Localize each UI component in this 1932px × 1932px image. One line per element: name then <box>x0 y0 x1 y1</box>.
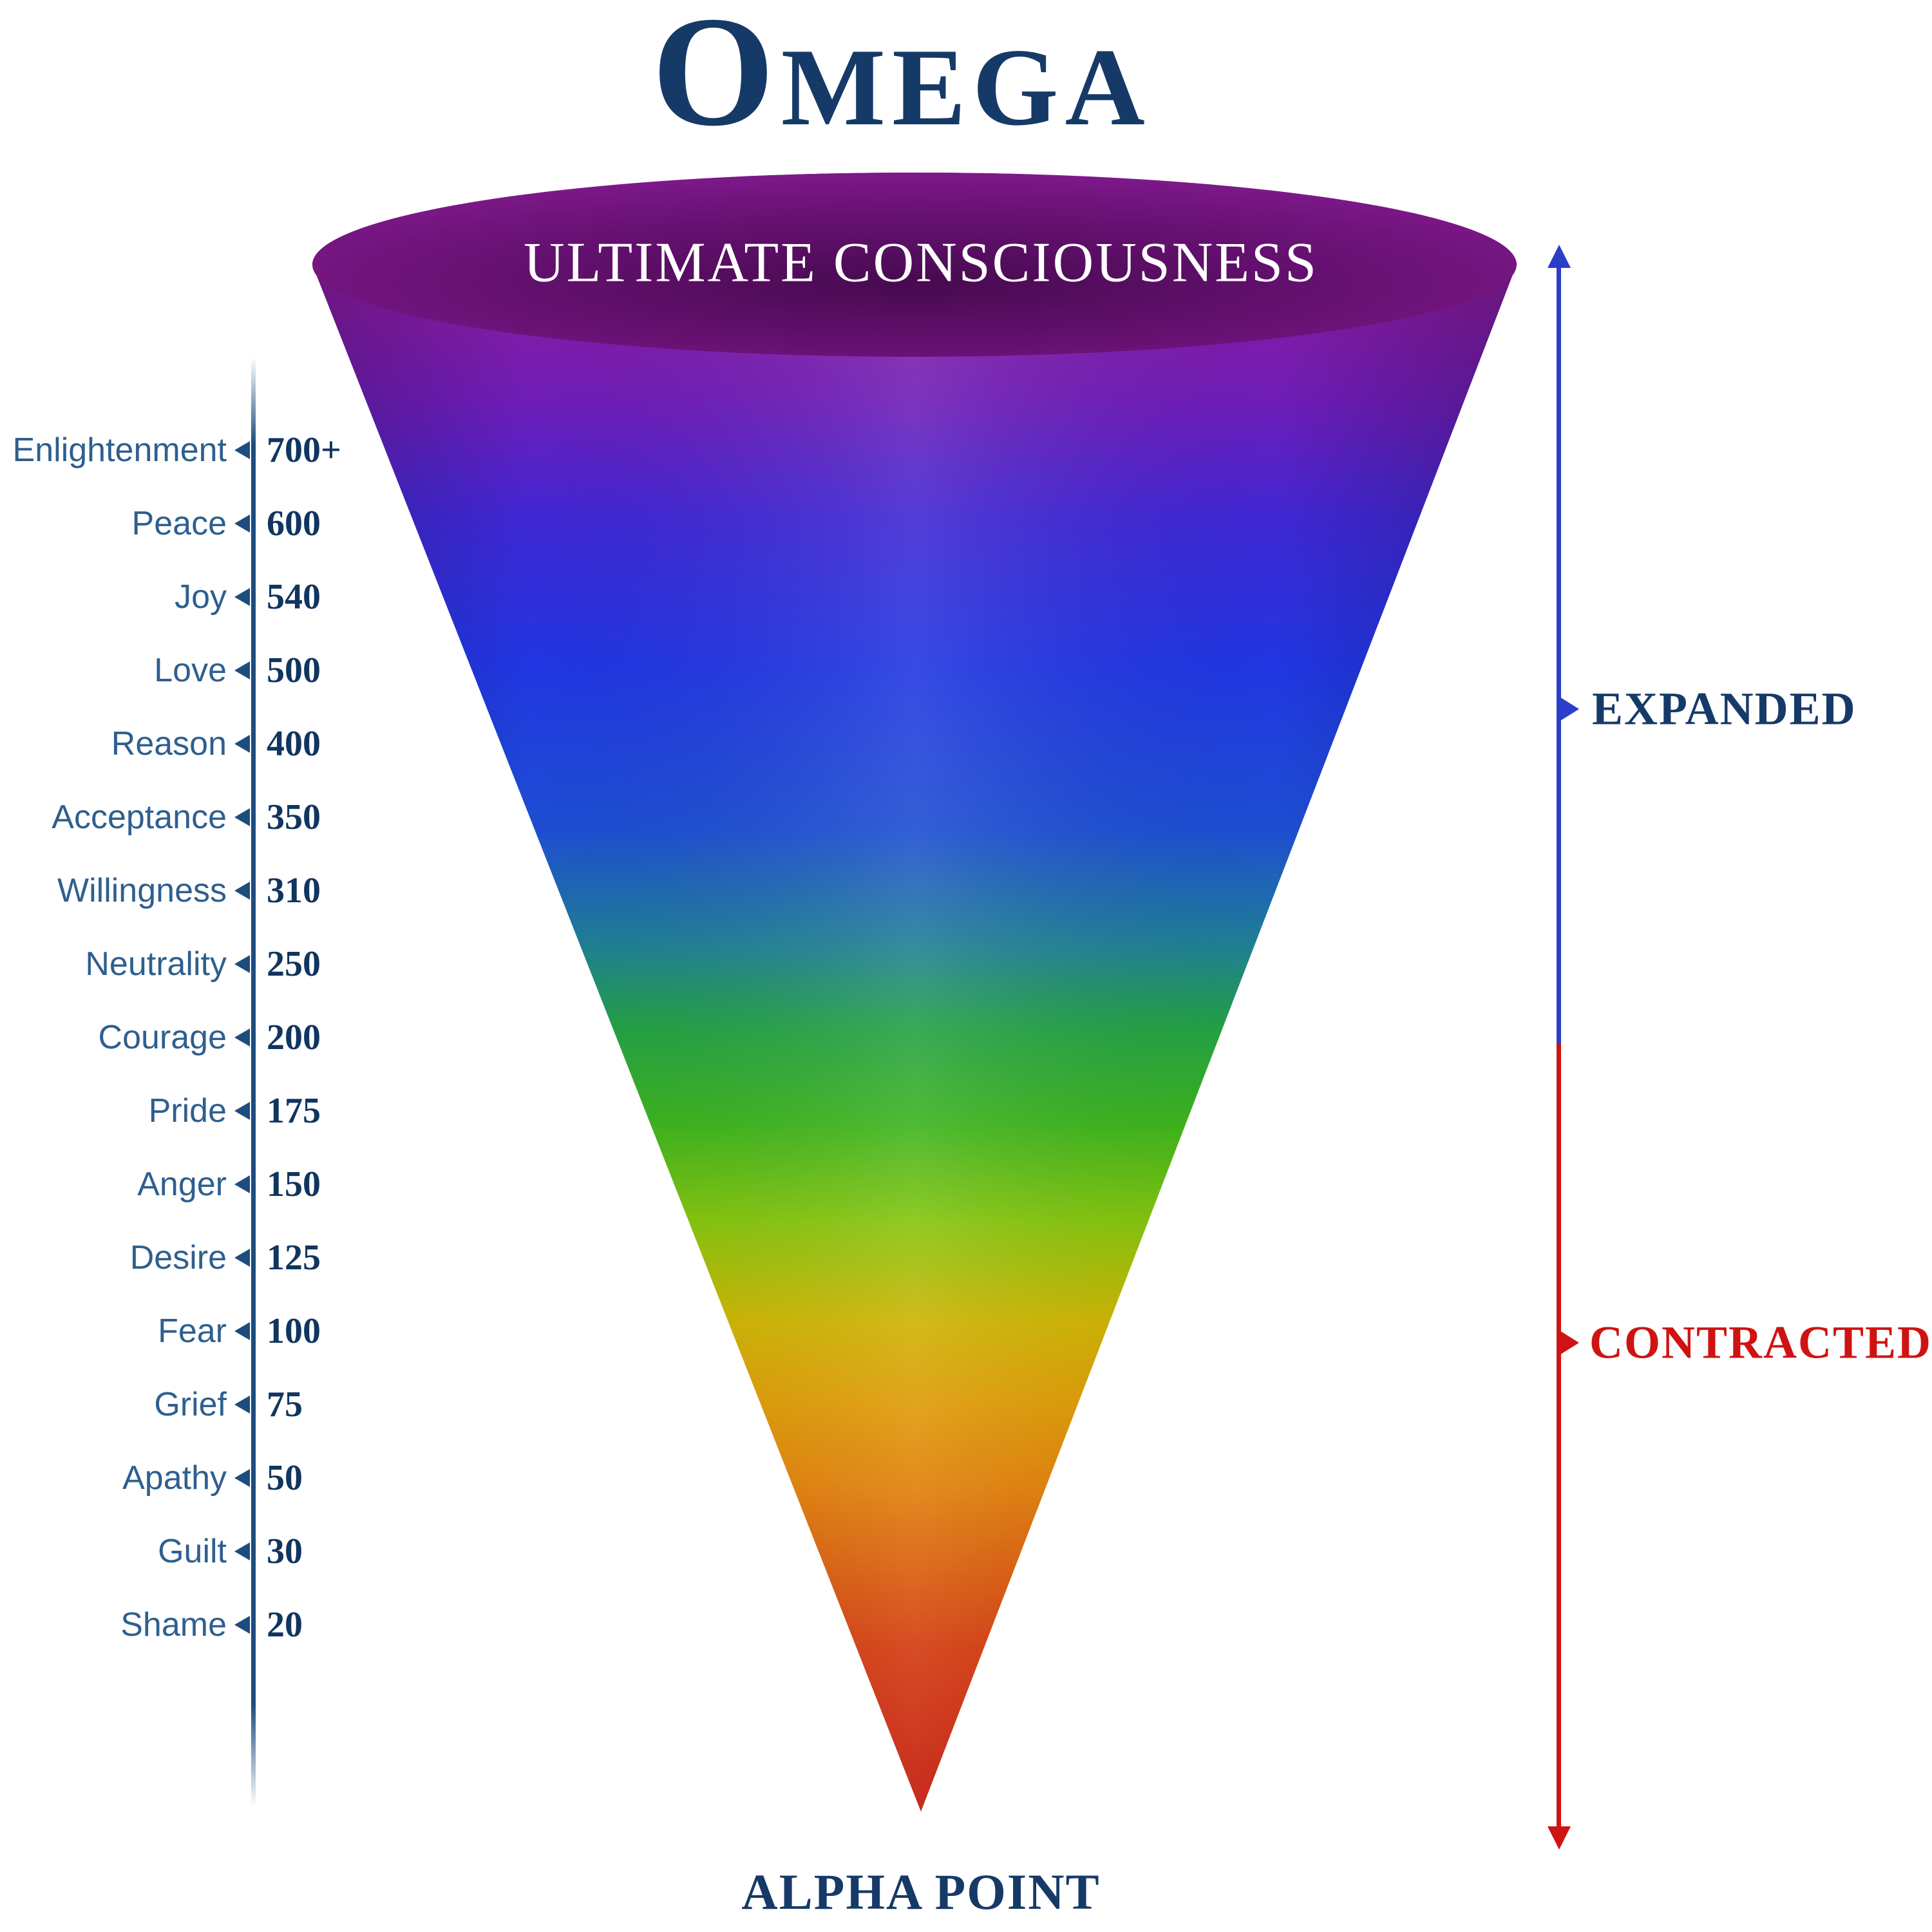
scale-label: Guilt <box>158 1533 227 1570</box>
scale-value: 350 <box>267 797 321 837</box>
scale-value: 700+ <box>267 430 341 470</box>
scale-row: Grief 75 <box>0 1382 451 1427</box>
scale-row: Love 500 <box>0 648 451 693</box>
left-arrow-marker-icon <box>234 588 250 606</box>
scale-value: 600 <box>267 504 321 544</box>
scale-label: Love <box>154 652 227 689</box>
scale-row: Courage 200 <box>0 1015 451 1060</box>
scale-label: Pride <box>148 1092 227 1130</box>
scale-row: Pride 175 <box>0 1088 451 1133</box>
left-arrow-marker-icon <box>234 441 250 459</box>
scale-row: Peace 600 <box>0 501 451 546</box>
left-arrow-marker-icon <box>234 1469 250 1487</box>
scale-label: Enlightenment <box>12 431 227 469</box>
scale-row: Anger 150 <box>0 1162 451 1207</box>
scale-value: 200 <box>267 1018 321 1057</box>
scale-value: 100 <box>267 1311 321 1351</box>
scale-row: Enlightenment 700+ <box>0 428 451 473</box>
scale-row: Neutrality 250 <box>0 942 451 987</box>
left-arrow-marker-icon <box>234 1249 250 1267</box>
left-arrow-marker-icon <box>234 1175 250 1193</box>
left-arrow-marker-icon <box>234 808 250 826</box>
scale-value: 175 <box>267 1091 321 1131</box>
scale-label: Courage <box>98 1019 227 1056</box>
scale-value: 50 <box>267 1458 303 1498</box>
scale-label: Anger <box>137 1166 227 1203</box>
cone-opening <box>312 173 1517 357</box>
scale-label: Acceptance <box>52 799 227 836</box>
scale-value: 540 <box>267 577 321 617</box>
scale-row: Guilt 30 <box>0 1529 451 1574</box>
alpha-point-label: ALPHA POINT <box>741 1864 1101 1920</box>
scale-value: 400 <box>267 724 321 764</box>
scale-row: Acceptance 350 <box>0 795 451 840</box>
scale-value: 30 <box>267 1531 303 1571</box>
scale-row: Fear 100 <box>0 1309 451 1354</box>
cone-shading <box>312 173 1517 1812</box>
scale-label: Reason <box>111 725 227 762</box>
expanded-label: EXPANDED <box>1592 683 1857 735</box>
scale-value: 75 <box>267 1385 303 1425</box>
left-arrow-marker-icon <box>234 1616 250 1634</box>
scale-value: 150 <box>267 1164 321 1204</box>
ultimate-consciousness-label: ULTIMATE CONSCIOUSNESS <box>524 231 1318 294</box>
left-axis-line <box>251 357 256 1806</box>
scale-value: 500 <box>267 650 321 690</box>
contracted-axis-line <box>1557 1043 1561 1828</box>
scale-label: Grief <box>154 1386 227 1423</box>
scale-label: Peace <box>131 505 227 542</box>
scale-label: Fear <box>158 1312 227 1350</box>
left-arrow-marker-icon <box>234 1102 250 1120</box>
scale-value: 20 <box>267 1605 303 1645</box>
scale-value: 125 <box>267 1238 321 1278</box>
left-arrow-marker-icon <box>234 515 250 533</box>
scale-label: Apathy <box>122 1459 227 1497</box>
left-arrow-marker-icon <box>234 1542 250 1560</box>
scale-row: Apathy 50 <box>0 1455 451 1501</box>
expanded-marker-icon <box>1558 696 1579 722</box>
scale-row: Willingness 310 <box>0 868 451 913</box>
scale-label: Willingness <box>57 872 227 909</box>
scale-label: Shame <box>120 1606 227 1643</box>
left-arrow-marker-icon <box>234 882 250 900</box>
contracted-label: CONTRACTED <box>1589 1316 1932 1368</box>
scale-row: Joy 540 <box>0 574 451 620</box>
scale-label: Desire <box>129 1239 227 1276</box>
scale-label: Neutrality <box>85 945 227 983</box>
scale-value: 310 <box>267 871 321 911</box>
left-arrow-marker-icon <box>234 1028 250 1046</box>
scale-row: Shame 20 <box>0 1602 451 1647</box>
down-arrowhead-icon <box>1548 1826 1571 1850</box>
expanded-axis-line <box>1557 264 1561 1043</box>
left-arrow-marker-icon <box>234 1396 250 1414</box>
scale-value: 250 <box>267 944 321 984</box>
scale-row: Reason 400 <box>0 721 451 766</box>
left-arrow-marker-icon <box>234 735 250 753</box>
scale-row: Desire 125 <box>0 1235 451 1280</box>
page-title: Omega <box>652 0 1151 158</box>
left-arrow-marker-icon <box>234 1322 250 1340</box>
left-arrow-marker-icon <box>234 661 250 679</box>
scale-label: Joy <box>175 578 227 616</box>
left-arrow-marker-icon <box>234 955 250 973</box>
contracted-marker-icon <box>1558 1330 1579 1356</box>
